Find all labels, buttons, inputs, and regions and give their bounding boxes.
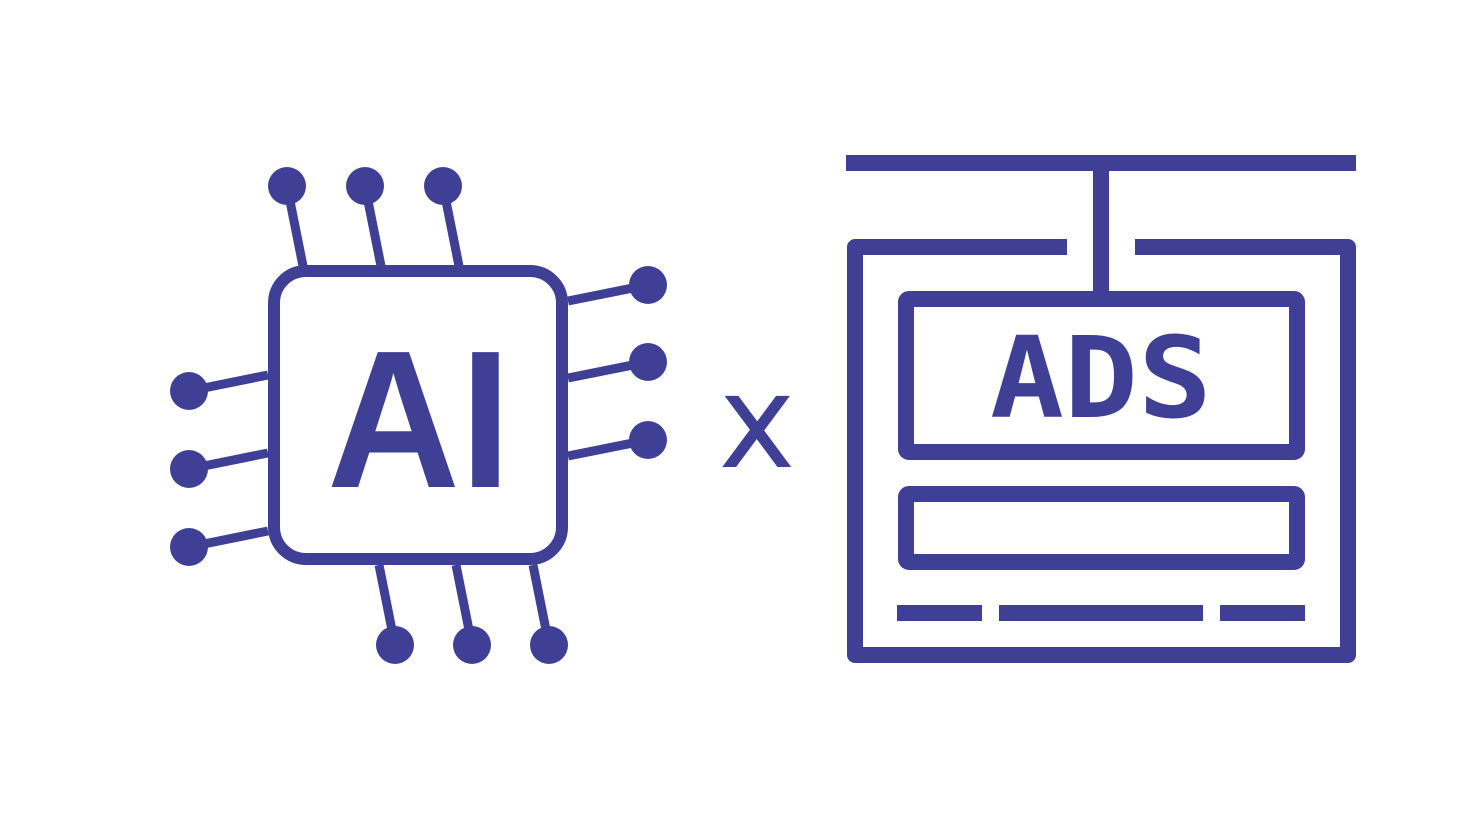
ai-label: AI	[327, 310, 511, 529]
chip-body	[268, 265, 568, 565]
separator-x: x	[719, 346, 796, 498]
ad-box-secondary	[898, 486, 1305, 570]
billboard-frame	[847, 239, 1356, 663]
billboard-top-bar	[846, 155, 1356, 171]
billboard-text-lines	[897, 605, 1305, 621]
ad-box-main	[898, 291, 1305, 460]
chip-pin-dots	[170, 167, 667, 664]
ads-billboard-icon: ADS	[846, 155, 1356, 663]
billboard-stem	[1093, 171, 1109, 293]
ai-chip-icon: AI	[170, 167, 667, 664]
ads-label: ADS	[990, 314, 1212, 444]
